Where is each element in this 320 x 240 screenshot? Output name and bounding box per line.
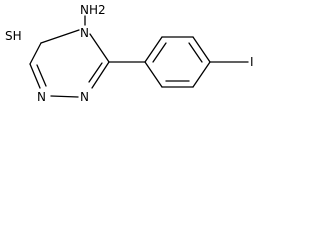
bond-ph-1 xyxy=(144,36,163,63)
thiol-label: SH xyxy=(5,29,22,43)
bond-n2-c3-outer xyxy=(29,63,41,89)
bond-n1-n2 xyxy=(50,95,79,98)
ring-n1-label: N xyxy=(80,90,89,104)
bond-c5-n1-outer xyxy=(91,61,110,89)
bond-ph-3-inner xyxy=(188,42,203,63)
amino-label: NH2 xyxy=(80,3,106,17)
bond-ph-1-inner xyxy=(152,42,167,63)
bond-c3-n4 xyxy=(40,29,80,44)
bond-n4-c5 xyxy=(89,33,110,63)
ring-n4-label: N xyxy=(80,26,89,40)
iodo-label: I xyxy=(250,55,254,69)
bond-n2-c3-inner xyxy=(36,64,47,87)
chemical-structure: NH2 SH N N N I xyxy=(5,3,254,104)
ring-n2-label: N xyxy=(37,90,46,104)
bond-ph-6 xyxy=(144,61,163,88)
bond-c3-sh xyxy=(29,42,42,65)
bond-ph-3 xyxy=(192,36,211,63)
bond-c5-n1-inner xyxy=(88,62,103,83)
bond-ph-4 xyxy=(192,61,211,88)
